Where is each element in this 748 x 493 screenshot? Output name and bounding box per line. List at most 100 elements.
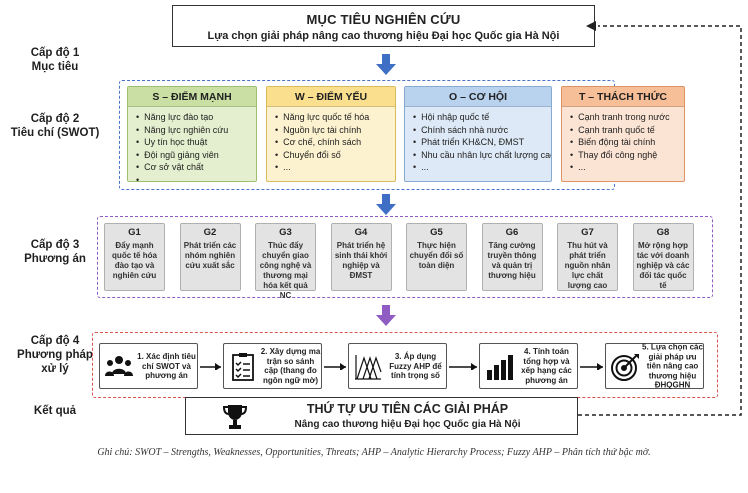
swot-item: Cơ sở vật chất [136, 161, 250, 174]
result-title: THỨ TỰ ƯU TIÊN CÁC GIẢI PHÁP [306, 402, 509, 416]
swot-item: Uy tín học thuật [136, 136, 250, 149]
target-icon [610, 352, 640, 382]
swot-card-title: T – THÁCH THỨC [562, 87, 684, 107]
level-4-label: Cấp độ 4 Phương pháp xử lý [6, 334, 104, 376]
alternative-text: Thúc đẩy chuyển giao công nghệ và thương… [259, 241, 312, 300]
feedback-loop-arrow [578, 21, 742, 416]
research-goal-box: MỤC TIÊU NGHIÊN CỨU Lựa chọn giải pháp n… [172, 5, 595, 47]
trophy-icon [222, 405, 248, 429]
checklist-icon [228, 352, 258, 382]
swot-item: ... [136, 174, 250, 182]
swot-item: Cơ chế, chính sách [275, 136, 389, 149]
level-1-name: Mục tiêu [31, 61, 79, 73]
method-step-text: 1. Xác định tiêu chí SWOT và phương án [137, 351, 196, 380]
step-arrow-icon [324, 363, 346, 370]
swot-item: Cạnh tranh trong nước [570, 111, 678, 124]
result-level-name: Kết quả [33, 405, 77, 417]
level-3-label: Cấp độ 3 Phương án [6, 238, 104, 266]
alternative-id: G6 [505, 227, 519, 238]
method-step-text: 3. Áp dụng Fuzzy AHP để tính trọng số [389, 351, 442, 380]
swot-item-list: Hội nhập quốc tếChính sách nhà nướcPhát … [405, 107, 551, 174]
swot-card-title: S – ĐIỂM MẠNH [128, 87, 256, 107]
swot-item: Biến động tài chính [570, 136, 678, 149]
step-arrow-icon [449, 363, 477, 370]
step-arrow-icon [200, 363, 221, 370]
people-group-icon [104, 352, 134, 382]
level-4-number: Cấp độ 4 [30, 335, 80, 347]
level-4-name: Phương pháp [17, 349, 93, 361]
level-3-number: Cấp độ 3 [30, 239, 80, 251]
bar-chart-icon [484, 352, 514, 382]
alternative-text: Phát triển các nhóm nghiên cứu xuất sắc [183, 241, 237, 270]
step-arrow-icon [580, 363, 603, 370]
alternative-text: Thực hiện chuyển đổi số toàn diện [409, 241, 464, 270]
result-level-label: Kết quả [6, 404, 104, 418]
swot-card-2: W – ĐIỂM YẾUNăng lực quốc tế hóaNguồn lự… [266, 86, 396, 182]
swot-item: ... [570, 161, 678, 174]
alternative-text: Đẩy mạnh quốc tế hóa đào tạo và nghiên c… [112, 241, 157, 280]
fuzzy-triangle-icon [353, 352, 383, 382]
level-2-number: Cấp độ 2 [30, 113, 80, 125]
alternative-card-g8: G8 Mở rộng hợp tác với doanh nghiệp và cá… [632, 223, 694, 291]
method-step-5: 5. Lựa chọn các giải pháp ưu tiên nâng c… [605, 342, 704, 390]
arrow-goal-to-swot [376, 54, 396, 75]
swot-item: ... [413, 161, 545, 174]
swot-item: Thay đổi công nghệ [570, 149, 678, 162]
alternative-text: Mở rộng hợp tác với doanh nghiệp và các … [636, 241, 690, 290]
alternatives-container [97, 216, 713, 298]
goal-subtitle: Lựa chọn giải pháp nâng cao thương hiệu … [207, 30, 560, 42]
arrow-swot-to-alternatives [376, 194, 396, 215]
result-subtitle: Nâng cao thương hiệu Đại học Quốc gia Hà… [294, 419, 521, 430]
swot-item: Nhu cầu nhân lực chất lượng cao [413, 149, 551, 162]
swot-item-list: Cạnh tranh trong nướcCạnh tranh quốc tếB… [562, 107, 684, 174]
level-1-label: Cấp độ 1 Mục tiêu [6, 46, 104, 74]
swot-item: Nguồn lực tài chính [275, 124, 389, 137]
method-step-text: 2. Xây dựng ma trận so sánh cặp (thang đ… [260, 347, 321, 385]
arrow-alternatives-to-method [376, 305, 396, 326]
method-step-1: 1. Xác định tiêu chí SWOT và phương án [99, 343, 198, 389]
method-step-text: 5. Lựa chọn các giải pháp ưu tiên nâng c… [642, 342, 703, 390]
alternative-id: G8 [656, 227, 670, 238]
level-3-name: Phương án [24, 253, 86, 265]
swot-item: Năng lực nghiên cứu [136, 124, 250, 137]
alternative-id: G3 [279, 227, 292, 238]
method-step-4: 4. Tính toán tổng hợp và xếp hạng các ph… [479, 343, 578, 389]
level-1-number: Cấp độ 1 [30, 47, 80, 59]
method-step-2: 2. Xây dựng ma trận so sánh cặp (thang đ… [223, 343, 322, 389]
alternative-id: G2 [203, 227, 217, 238]
alternative-id: G1 [128, 227, 141, 238]
level-2-name: Tiêu chí (SWOT) [10, 127, 100, 139]
swot-card-title: O – CƠ HỘI [405, 87, 551, 107]
swot-item: Hội nhập quốc tế [413, 111, 545, 124]
alternative-id: G5 [430, 227, 443, 238]
swot-item-list: Năng lực quốc tế hóaNguồn lực tài chínhC… [267, 107, 395, 174]
swot-item-list: Năng lực đào tạoNăng lực nghiên cứuUy tí… [128, 107, 256, 182]
swot-item: Năng lực quốc tế hóa [275, 111, 389, 124]
swot-item: ... [275, 161, 389, 174]
swot-item: Cạnh tranh quốc tế [570, 124, 678, 137]
swot-item: Chuyển đổi số [275, 149, 389, 162]
alternative-id: G4 [354, 227, 368, 238]
swot-card-4: T – THÁCH THỨCCạnh tranh trong nướcCạnh … [561, 86, 685, 182]
alternative-text: Thu hút và phát triển nguồn nhân lực chấ… [564, 241, 611, 290]
method-step-text: 4. Tính toán tổng hợp và xếp hạng các ph… [521, 347, 572, 385]
alternative-id: G7 [581, 227, 594, 238]
alternative-text: Tăng cường truyền thông và quản trị thươ… [487, 241, 537, 280]
swot-card-title: W – ĐIỂM YẾU [267, 87, 395, 107]
method-step-3: 3. Áp dụng Fuzzy AHP để tính trọng số [348, 343, 447, 389]
swot-item: Đội ngũ giảng viên [136, 149, 250, 162]
swot-item: Năng lực đào tạo [136, 111, 250, 124]
swot-card-3: O – CƠ HỘIHội nhập quốc tếChính sách nhà… [404, 86, 552, 182]
result-box: THỨ TỰ ƯU TIÊN CÁC GIẢI PHÁP Nâng cao th… [185, 397, 578, 435]
goal-title: MỤC TIÊU NGHIÊN CỨU [306, 12, 461, 27]
footnote: Ghi chú: SWOT – Strengths, Weaknesses, O… [97, 447, 651, 458]
swot-item: Phát triển KH&CN, ĐMST [413, 136, 545, 149]
level-2-label: Cấp độ 2 Tiêu chí (SWOT) [6, 112, 104, 140]
